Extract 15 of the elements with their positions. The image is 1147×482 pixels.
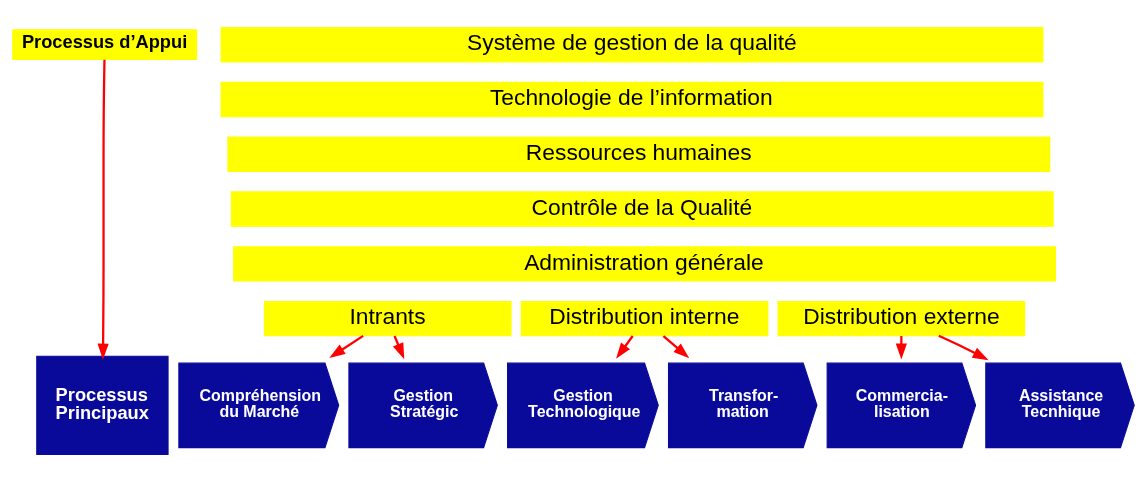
- node-box: Technologie de l’information: [220, 81, 1044, 118]
- node-box: Ressources humaines: [227, 136, 1051, 172]
- node-box: Processus Principaux: [36, 355, 169, 455]
- node-box: Processus d’Appui: [12, 29, 198, 61]
- arrow: [938, 334, 989, 361]
- node-box: Administration générale: [233, 246, 1056, 282]
- arrow: [97, 59, 109, 360]
- node-box: Système de gestion de la qualité: [220, 27, 1044, 63]
- node-box: Contrôle de la Qualité: [230, 191, 1054, 227]
- arrow: [329, 334, 364, 359]
- arrow: [616, 335, 634, 359]
- node-box: Distribution interne: [520, 300, 769, 337]
- node-box: Distribution externe: [777, 300, 1026, 337]
- node-box: Intrants: [263, 300, 512, 337]
- arrow: [662, 335, 690, 359]
